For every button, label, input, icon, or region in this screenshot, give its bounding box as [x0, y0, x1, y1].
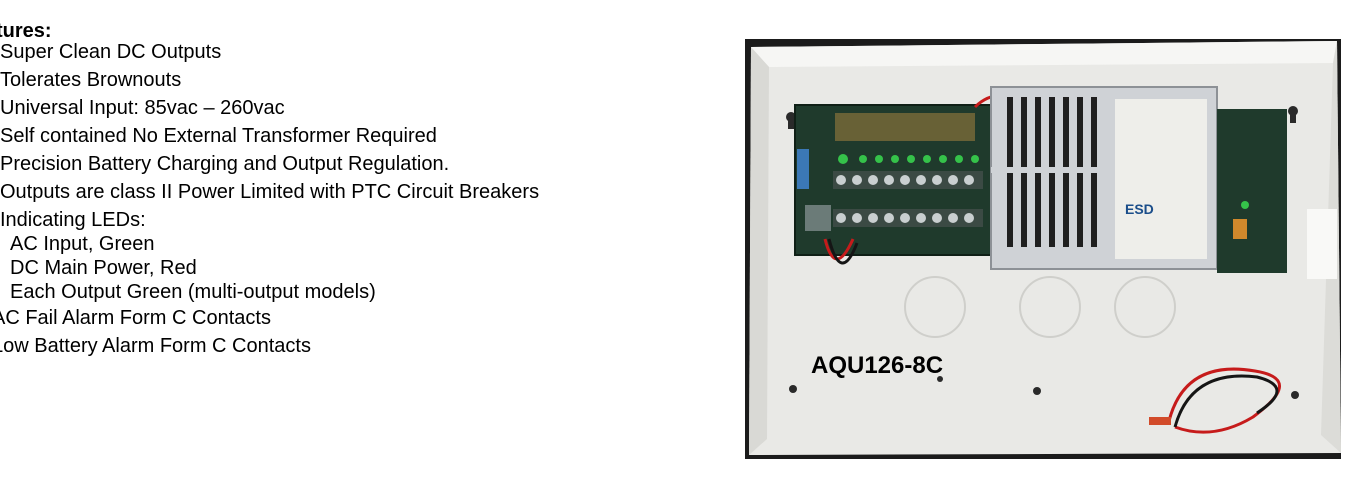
terminal-screw	[932, 175, 942, 185]
terminal-screw	[884, 213, 894, 223]
enclosure-top-lip	[751, 41, 1337, 67]
feature-item: Universal Input: 85vac – 260vac	[0, 97, 285, 119]
psu-brand: ESD	[1125, 201, 1154, 217]
output-led	[907, 155, 915, 163]
output-led	[923, 155, 931, 163]
feature-item: Precision Battery Charging and Output Re…	[0, 153, 450, 175]
model-label: AQU126-8C	[811, 352, 944, 379]
terminal-screw	[916, 175, 926, 185]
feature-item: AC Fail Alarm Form C Contacts	[0, 307, 271, 329]
output-led	[955, 155, 963, 163]
product-photo: ESD AQU126-8C	[745, 39, 1341, 459]
terminal-screw	[868, 213, 878, 223]
output-led	[875, 155, 883, 163]
terminal-screw	[948, 213, 958, 223]
battery-connector	[1149, 417, 1171, 425]
feature-subitem: Each Output Green (multi-output models)	[10, 281, 376, 303]
knockout	[1114, 276, 1176, 338]
feature-item: Indicating LEDs:	[0, 209, 146, 231]
terminal-screw	[852, 213, 862, 223]
black-wire	[827, 238, 859, 265]
terminal-screw	[900, 213, 910, 223]
terminal-screw	[836, 175, 846, 185]
feature-item: Outputs are class II Power Limited with …	[0, 181, 540, 203]
terminal-screw	[900, 175, 910, 185]
knockout	[904, 276, 966, 338]
right-bracket	[1307, 209, 1337, 279]
terminal-screw	[836, 213, 846, 223]
enclosure-illustration: ESD	[745, 39, 1341, 459]
terminal-screw	[916, 213, 926, 223]
terminal-screw	[884, 175, 894, 185]
feature-item: Low Battery Alarm Form C Contacts	[0, 335, 311, 357]
output-led	[971, 155, 979, 163]
feature-item: Super Clean DC Outputs	[0, 41, 222, 63]
charger-led	[1241, 201, 1249, 209]
output-leds	[838, 154, 979, 164]
feature-item: Tolerates Brownouts	[0, 69, 182, 91]
output-led	[891, 155, 899, 163]
terminal-screw	[852, 175, 862, 185]
charger-board	[1217, 109, 1287, 273]
output-led	[859, 155, 867, 163]
battery-lead-black	[1173, 374, 1279, 428]
knockout	[1019, 276, 1081, 338]
terminal-screw	[932, 213, 942, 223]
terminal-screw	[948, 175, 958, 185]
terminal-screw	[868, 175, 878, 185]
output-led	[939, 155, 947, 163]
psu-label-sticker	[1115, 99, 1207, 259]
feature-subitem: DC Main Power, Red	[10, 257, 197, 279]
battery-lead-red	[1167, 367, 1281, 434]
fuse-row	[835, 113, 975, 141]
features-heading: tures:	[0, 20, 52, 42]
terminal-screw	[964, 213, 974, 223]
feature-subitem: AC Input, Green	[10, 233, 155, 255]
dip-switch	[797, 149, 809, 189]
charger-terminal	[1233, 219, 1247, 239]
feature-item: Self contained No External Transformer R…	[0, 125, 437, 147]
enclosure-left-wall	[749, 47, 769, 455]
terminal-screw	[964, 175, 974, 185]
